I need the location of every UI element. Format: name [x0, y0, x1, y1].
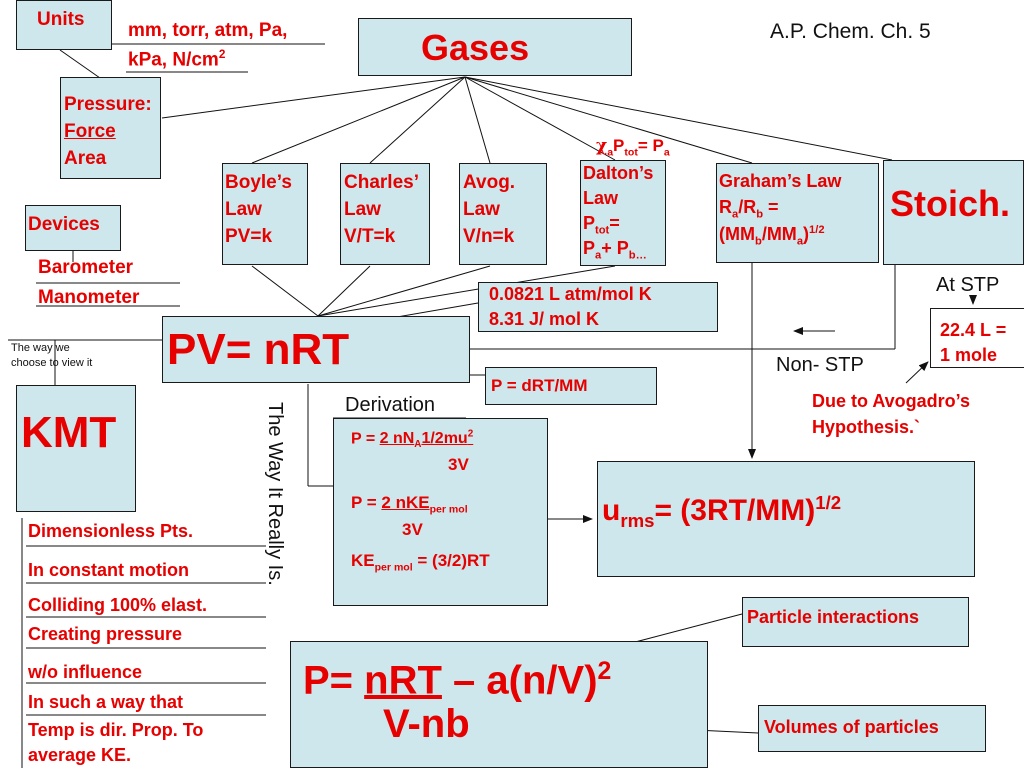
- boyle-line1: Boyle’s: [225, 172, 292, 193]
- kmt-item-2: In constant motion: [28, 560, 189, 580]
- avog-line3: V/n=k: [463, 226, 515, 247]
- avogadro-law-box: Avog. Law V/n=k: [459, 163, 547, 265]
- vdw-line1: P= nRT – a(n/V)2: [303, 658, 612, 703]
- gases-title: Gases: [421, 27, 530, 68]
- non-stp-label: Non- STP: [776, 354, 864, 376]
- view-note-line1: The way we: [11, 342, 70, 354]
- vdw-box: P= nRT – a(n/V)2 V-nb: [290, 641, 708, 768]
- kmt-item-5: w/o influence: [28, 662, 143, 682]
- course-label: A.P. Chem. Ch. 5: [770, 20, 931, 43]
- units-label: Units: [37, 9, 85, 30]
- derivation-eq2: P = 2 nKEper mol: [351, 493, 468, 516]
- boyle-law-box: Boyle’s Law PV=k: [222, 163, 308, 265]
- particle-interactions-label: Particle interactions: [747, 607, 920, 627]
- manometer-label: Manometer: [38, 287, 140, 308]
- urms-box: urms= (3RT/MM)1/2: [597, 461, 975, 577]
- derivation-eq1: P = 2 nNA1/2mu2: [351, 429, 474, 451]
- derivation-eq3: KEper mol = (3/2)RT: [351, 551, 490, 574]
- barometer-label: Barometer: [38, 257, 134, 278]
- dalton-law-box: Dalton’s Law Ptot= Pa+ Pb…: [580, 160, 666, 266]
- kmt-item-3: Colliding 100% elast.: [28, 595, 208, 615]
- pressure-area: Area: [64, 148, 107, 169]
- stoich-box: Stoich.: [883, 160, 1024, 265]
- kmt-item-4: Creating pressure: [28, 624, 183, 644]
- at-stp-label: At STP: [936, 274, 1000, 296]
- graham-line1: Graham’s Law: [719, 171, 842, 191]
- dalton-line3: Ptot=: [583, 213, 620, 237]
- kmt-box: KMT: [16, 385, 136, 512]
- derivation-title: Derivation: [345, 394, 436, 416]
- boyle-line3: PV=k: [225, 226, 273, 247]
- density-formula: P = dRT/MM: [491, 376, 588, 395]
- charles-law-box: Charles’ Law V/T=k: [340, 163, 430, 265]
- gas-constant-1: 0.0821 L atm/mol K: [489, 284, 652, 304]
- units-list-line2: kPa, N/cm2: [128, 48, 226, 71]
- urms-formula: urms= (3RT/MM)1/2: [602, 492, 842, 531]
- dalton-mole-fraction: χaPtot= Pa: [596, 136, 670, 159]
- pressure-force: Force: [64, 121, 116, 142]
- kmt-vertical-label: The Way It Really Is.: [264, 402, 286, 586]
- gases-title-box: Gases: [358, 18, 632, 76]
- charles-line3: V/T=k: [344, 226, 396, 247]
- pressure-line1: Pressure:: [64, 94, 152, 115]
- kmt-item-7: Temp is dir. Prop. To: [28, 720, 204, 740]
- stp-volume-box: [930, 308, 1024, 368]
- dalton-line1: Dalton’s: [583, 163, 654, 183]
- graham-line2: Ra/Rb =: [719, 197, 779, 221]
- stp-mole: 1 mole: [940, 345, 998, 365]
- vdw-line2: V-nb: [383, 702, 470, 746]
- avog-line1: Avog.: [463, 172, 516, 193]
- gas-constant-box: 0.0821 L atm/mol K 8.31 J/ mol K: [478, 282, 718, 332]
- avogadro-hypothesis-line1: Due to Avogadro’s: [812, 391, 971, 411]
- dalton-line2: Law: [583, 188, 619, 208]
- stp-volume: 22.4 L =: [940, 320, 1007, 340]
- ideal-gas-box: PV= nRT: [162, 316, 470, 383]
- kmt-item-8: average KE.: [28, 745, 132, 765]
- volumes-box: Volumes of particles: [758, 705, 986, 752]
- units-list-line1: mm, torr, atm, Pa,: [128, 20, 288, 41]
- units-box: Units: [16, 0, 112, 50]
- gas-constant-2: 8.31 J/ mol K: [489, 309, 600, 329]
- volumes-label: Volumes of particles: [764, 717, 939, 737]
- derivation-eq1-den: 3V: [448, 455, 469, 474]
- boyle-line2: Law: [225, 199, 262, 220]
- devices-label: Devices: [28, 214, 100, 235]
- derivation-box: P = 2 nNA1/2mu2 3V P = 2 nKEper mol 3V K…: [333, 418, 548, 606]
- avog-line2: Law: [463, 199, 500, 220]
- density-box: P = dRT/MM: [485, 367, 657, 405]
- kmt-label: KMT: [21, 408, 117, 457]
- ideal-gas-law: PV= nRT: [167, 325, 350, 374]
- graham-law-box: Graham’s Law Ra/Rb = (MMb/MMa)1/2: [716, 163, 879, 263]
- graham-line3: (MMb/MMa)1/2: [719, 224, 825, 248]
- view-note-line2: choose to view it: [11, 357, 93, 369]
- particle-interactions-box: Particle interactions: [742, 597, 969, 647]
- dalton-line4: Pa+ Pb…: [583, 238, 647, 262]
- charles-line2: Law: [344, 199, 381, 220]
- avogadro-hypothesis-line2: Hypothesis.`: [812, 417, 921, 437]
- pressure-box: Pressure: Force Area: [60, 77, 161, 179]
- devices-box: Devices: [25, 205, 121, 251]
- charles-line1: Charles’: [344, 172, 419, 193]
- kmt-item-1: Dimensionless Pts.: [28, 521, 194, 541]
- kmt-item-6: In such a way that: [28, 692, 184, 712]
- derivation-eq2-den: 3V: [402, 520, 423, 539]
- stoich-label: Stoich.: [890, 183, 1011, 224]
